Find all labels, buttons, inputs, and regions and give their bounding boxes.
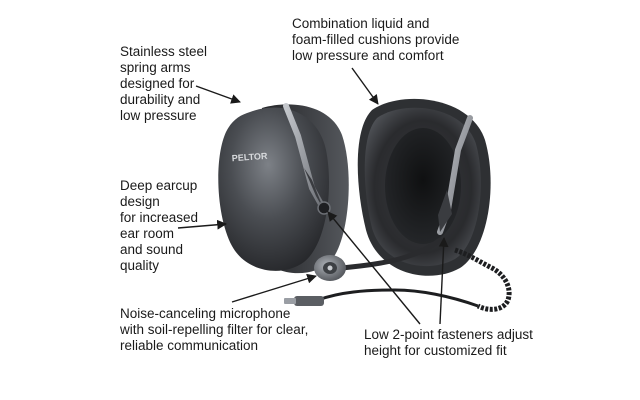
connector-plug xyxy=(284,298,296,304)
leader-fasteners-2 xyxy=(438,237,449,325)
leader-fasteners-1 xyxy=(327,211,421,325)
callout-microphone: Noise-canceling microphone with soil-rep… xyxy=(120,306,309,353)
callout-fasteners: Low 2-point fasteners adjust height for … xyxy=(364,327,533,358)
left-earcup: PELTOR xyxy=(218,103,349,274)
leader-earcup xyxy=(177,219,227,230)
callout-cushions: Combination liquid and foam-filled cushi… xyxy=(292,16,460,63)
leader-lines xyxy=(177,67,449,325)
mic-boom xyxy=(339,237,443,271)
cable-assembly xyxy=(284,247,512,312)
callout-earcup-design: Deep earcup design for increased ear roo… xyxy=(120,178,199,273)
left-fastener xyxy=(317,201,331,215)
cable xyxy=(317,288,479,308)
callout-spring-arms: Stainless steel spring arms designed for… xyxy=(120,44,208,123)
brand-logo: PELTOR xyxy=(231,151,268,163)
microphone-assembly xyxy=(314,237,443,281)
right-earcup xyxy=(357,98,491,276)
leader-cushions xyxy=(351,67,379,105)
leader-springs xyxy=(195,85,241,104)
coiled-cable xyxy=(454,247,512,312)
leader-mic xyxy=(231,273,317,303)
connector-body xyxy=(294,296,324,306)
